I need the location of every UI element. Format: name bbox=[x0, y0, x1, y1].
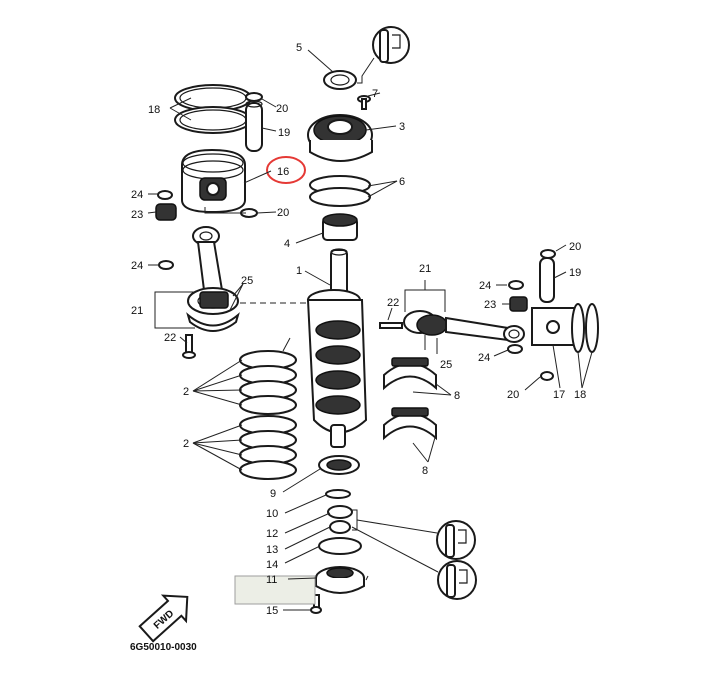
piston-pin-clip-right-bottom bbox=[540, 371, 554, 381]
callout-25-left: 25 bbox=[241, 275, 253, 287]
piston-pin-clip-left-top bbox=[245, 92, 263, 102]
fwd-arrow-icon: FWD bbox=[138, 594, 189, 643]
piston-left bbox=[181, 148, 246, 214]
callout-16: 16 bbox=[277, 166, 289, 178]
label-sticker bbox=[234, 575, 316, 605]
callout-17: 17 bbox=[553, 389, 565, 401]
grease-icon-middle bbox=[436, 520, 476, 560]
ball-bearing-bottom bbox=[318, 455, 360, 475]
connecting-rod-right bbox=[403, 310, 525, 343]
diagram-code: 6G50010-0030 bbox=[130, 642, 197, 653]
piston-pin-clip-right-top bbox=[540, 249, 556, 259]
callout-4: 4 bbox=[284, 238, 290, 250]
callout-20-left-top: 20 bbox=[276, 103, 288, 115]
washer-right-top bbox=[508, 280, 524, 290]
callout-1: 1 bbox=[296, 265, 302, 277]
callout-24-right-top: 24 bbox=[479, 280, 491, 292]
piston-rings-right bbox=[571, 303, 599, 353]
piston-pin-left bbox=[245, 100, 263, 152]
washer-left bbox=[157, 190, 173, 200]
seal-bottom-10 bbox=[327, 505, 353, 519]
callout-8-upper: 8 bbox=[454, 390, 460, 402]
callout-7: 7 bbox=[372, 88, 378, 100]
callout-6: 6 bbox=[399, 176, 405, 188]
callout-23-right: 23 bbox=[484, 299, 496, 311]
callout-18-right: 18 bbox=[574, 389, 586, 401]
callout-10: 10 bbox=[266, 508, 278, 520]
crank-seal-rings-upper bbox=[239, 350, 297, 415]
callout-18-left: 18 bbox=[148, 104, 160, 116]
bearing-half-lower bbox=[383, 407, 437, 441]
o-rings-top bbox=[309, 175, 371, 207]
needle-bearing-right bbox=[509, 296, 528, 312]
rod-bolt-right bbox=[379, 322, 403, 329]
callout-labels: 5 7 3 6 4 1 18 20 19 16 24 23 20 24 25 2… bbox=[131, 42, 586, 617]
callout-24-right-bottom: 24 bbox=[478, 352, 490, 364]
piston-rings-left bbox=[174, 84, 252, 134]
callout-2-upper: 2 bbox=[183, 386, 189, 398]
callout-22-left: 22 bbox=[164, 332, 176, 344]
callout-21-right: 21 bbox=[419, 263, 431, 275]
callout-12: 12 bbox=[266, 528, 278, 540]
callout-15: 15 bbox=[266, 605, 278, 617]
callout-23-left: 23 bbox=[131, 209, 143, 221]
bolt-top bbox=[357, 95, 371, 110]
callout-3: 3 bbox=[399, 121, 405, 133]
callout-21-left: 21 bbox=[131, 305, 143, 317]
bearing-housing-top bbox=[307, 114, 373, 162]
callout-25-right: 25 bbox=[440, 359, 452, 371]
callout-9: 9 bbox=[270, 488, 276, 500]
crank-seal-rings-lower bbox=[239, 415, 297, 480]
roller-bearing-top bbox=[322, 213, 358, 241]
bearing-half-upper bbox=[383, 357, 437, 391]
callout-20-right-top: 20 bbox=[569, 241, 581, 253]
callout-20-left-bottom: 20 bbox=[277, 207, 289, 219]
callout-24-left-top: 24 bbox=[131, 189, 143, 201]
circlip-bottom bbox=[325, 489, 351, 499]
grease-icon-top bbox=[372, 26, 410, 64]
highlight-circle bbox=[266, 156, 306, 184]
washer-right-bottom bbox=[507, 344, 523, 354]
callout-19-left: 19 bbox=[278, 127, 290, 139]
callout-5: 5 bbox=[296, 42, 302, 54]
callout-13: 13 bbox=[266, 544, 278, 556]
oil-seal-top bbox=[323, 70, 357, 90]
callout-19-right: 19 bbox=[569, 267, 581, 279]
needle-bearing-left-top bbox=[155, 203, 177, 221]
leader-lines bbox=[147, 49, 593, 611]
callout-22-right: 22 bbox=[387, 297, 399, 309]
connecting-rod-left bbox=[186, 226, 240, 332]
washer-left-lower bbox=[158, 260, 174, 270]
piston-pin-right bbox=[539, 257, 555, 303]
callout-2-lower: 2 bbox=[183, 438, 189, 450]
callout-8-lower: 8 bbox=[422, 465, 428, 477]
seal-bottom-12 bbox=[329, 520, 351, 534]
callout-24-left-lower: 24 bbox=[131, 260, 143, 272]
piston-right bbox=[531, 307, 576, 346]
o-ring-bottom bbox=[318, 537, 362, 555]
grease-icon-bottom bbox=[437, 560, 477, 600]
callout-14: 14 bbox=[266, 559, 278, 571]
callout-11: 11 bbox=[266, 574, 277, 586]
rod-bolt-left bbox=[182, 334, 196, 359]
callout-20-right-bottom: 20 bbox=[507, 389, 519, 401]
crankshaft bbox=[306, 248, 368, 448]
housing-bottom bbox=[315, 566, 365, 594]
